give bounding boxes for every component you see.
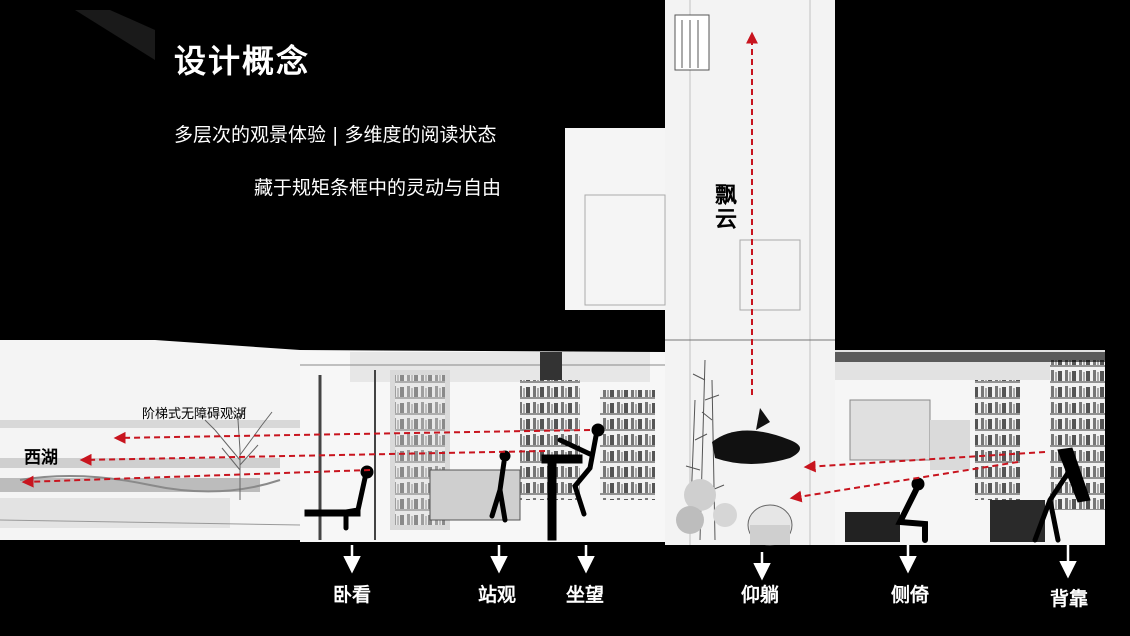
posture-label-zhan-guan: 站观 bbox=[478, 584, 517, 606]
stair-view-label: 阶梯式无障碍观湖 bbox=[142, 407, 247, 422]
sightline-arrows bbox=[21, 31, 1046, 503]
figure-lying-view bbox=[304, 465, 374, 531]
concept-subtitle-1: 多层次的观景体验 | 多维度的阅读状态 bbox=[174, 124, 497, 146]
human-figures bbox=[304, 423, 1091, 543]
posture-label-zuo-wang: 坐望 bbox=[566, 584, 605, 606]
posture-label-bei-kao: 背靠 bbox=[1050, 588, 1089, 610]
interior-section-right bbox=[835, 350, 1105, 545]
posture-label-wo-kan: 卧看 bbox=[333, 584, 372, 606]
tree-illustration bbox=[204, 406, 273, 500]
atrium-tower bbox=[565, 0, 835, 546]
posture-arrows bbox=[343, 545, 1077, 581]
page-title: 设计概念 bbox=[174, 42, 311, 80]
concept-subtitle-2: 藏于规矩条框中的灵动与自由 bbox=[254, 177, 502, 199]
floating-cloud-label: 飘云 bbox=[711, 183, 736, 231]
sightline-arrow bbox=[789, 461, 1019, 503]
sightline-arrow bbox=[79, 450, 546, 466]
west-lake-label: 西湖 bbox=[24, 448, 58, 468]
sightline-arrow bbox=[21, 469, 371, 488]
figure-standing-view bbox=[489, 450, 511, 523]
figure-sitting-view bbox=[541, 423, 605, 541]
posture-label-yang-tang: 仰躺 bbox=[741, 584, 780, 606]
lake-view-background bbox=[0, 340, 301, 540]
figure-back-lean bbox=[1032, 447, 1091, 543]
posture-label-ce-yi: 侧倚 bbox=[891, 584, 930, 606]
sightline-arrow bbox=[113, 429, 591, 444]
